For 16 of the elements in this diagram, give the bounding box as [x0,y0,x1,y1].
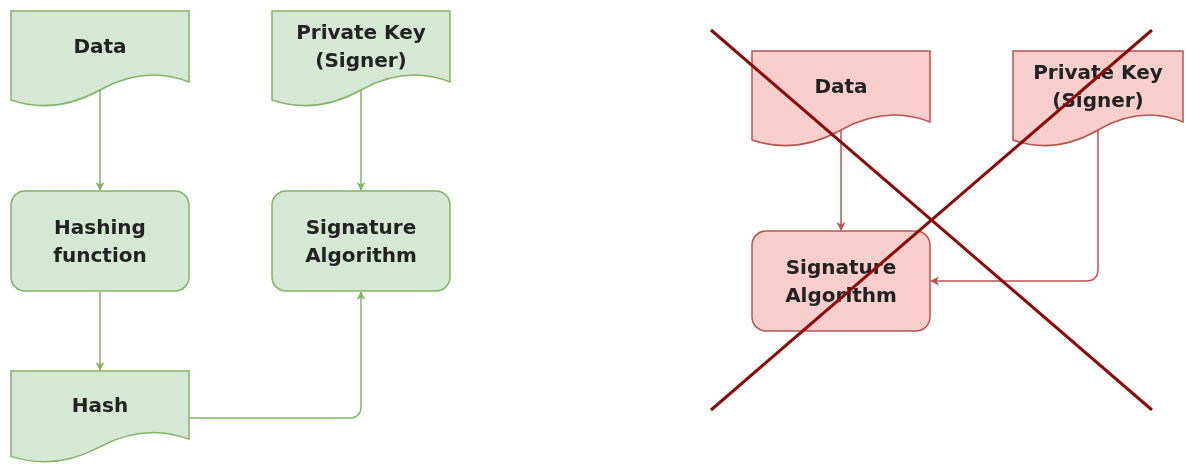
arrow [189,291,366,419]
node-label: Hashing function [52,214,148,269]
node-label: Private Key (Signer) [295,19,427,74]
arrow [95,89,105,191]
node-label: Data [814,73,868,100]
arrow [356,89,366,191]
node-label: Data [73,33,127,60]
arrow [930,129,1099,286]
arrow [95,291,105,371]
arrow [836,129,846,231]
process-box [10,190,190,292]
process-box [271,190,451,292]
node-label: Signature Algorithm [304,214,418,269]
document-shape [10,370,190,466]
node-label: Hash [71,391,129,419]
process-box [751,230,931,332]
